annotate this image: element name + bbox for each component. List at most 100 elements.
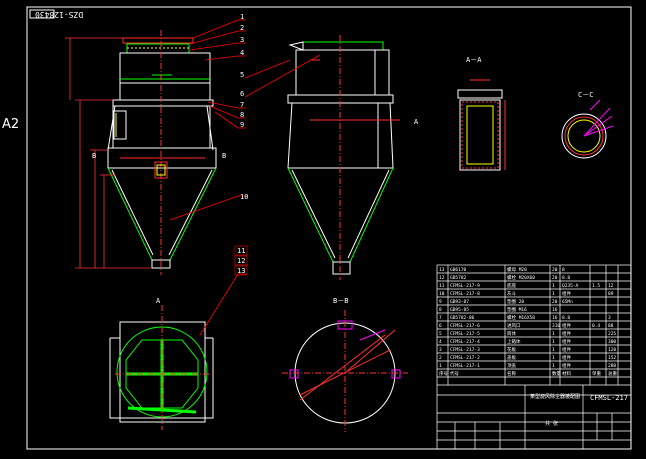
- bom-qty: 1: [552, 283, 555, 289]
- part-number-labels: 1 2 3 4 5 6 7 8 9 10 11 12 13: [237, 13, 248, 275]
- bom-mat: 组件: [562, 338, 571, 345]
- leader-lines: [169, 19, 321, 336]
- bom-no: 7: [439, 315, 442, 321]
- section-bb-view: [282, 310, 408, 432]
- front-view: [107, 30, 217, 275]
- section-title-aa: A－A: [466, 56, 482, 64]
- section-mark-b-left: B: [92, 152, 96, 160]
- bom-header-total: 总重: [608, 370, 617, 377]
- bom-header-name: 名称: [507, 370, 516, 377]
- sheet-size-label: A2: [2, 117, 20, 132]
- bom-total: 225: [608, 331, 616, 337]
- bom-name: 螺栓 M20X60: [507, 274, 535, 281]
- part-label-7: 7: [240, 101, 244, 109]
- bom-code: CFMSL-217-3: [450, 347, 480, 353]
- bom-code: CFMSL-217-4: [450, 339, 480, 345]
- sheet-count: 共 张: [545, 420, 558, 427]
- bom-total: 12: [608, 283, 614, 289]
- bom-name: 垫圈 M16: [507, 306, 527, 313]
- bom-mat: 组件: [562, 346, 571, 353]
- bom-qty: 310: [552, 323, 560, 329]
- bom-qty: 16: [552, 315, 558, 321]
- bom-no: 3: [439, 347, 442, 353]
- section-mark-a-side: A: [414, 118, 419, 126]
- part-label-3: 3: [240, 36, 244, 44]
- bom-qty: 20: [552, 275, 558, 281]
- bom-mat: 组件: [562, 362, 571, 369]
- bom-header-qty: 数量: [552, 370, 561, 377]
- drawing-frame: [26, 6, 632, 450]
- bom-no: 8: [439, 307, 442, 313]
- bom-name: 垫圈 20: [507, 298, 524, 305]
- bom-qty: 1: [552, 339, 555, 345]
- bom-no: 4: [439, 339, 442, 345]
- bom-header-unit: 单重: [592, 370, 601, 377]
- section-marks: A－A C－C B－B A A B B: [92, 56, 593, 305]
- part-label-4: 4: [240, 49, 244, 57]
- bom-name: 螺栓 M16X50: [507, 314, 535, 321]
- bom-name: 花板: [507, 346, 516, 353]
- bom-qty: 20: [552, 267, 558, 273]
- bom-total: 120: [608, 347, 616, 353]
- bom-header-mat: 材料: [562, 370, 571, 377]
- bom-name: 灰斗: [507, 290, 516, 297]
- bom-qty: 1: [552, 347, 555, 353]
- bom-code: GB5782-86: [450, 315, 475, 321]
- bom-name: 螺母 M20: [507, 266, 527, 273]
- section-cc-view: [561, 99, 614, 159]
- bom-mat: 组件: [562, 290, 571, 297]
- bom-mat: 8: [562, 267, 565, 273]
- drawing-number: CFMSL-217: [590, 394, 628, 402]
- part-label-10: 10: [240, 193, 248, 201]
- bom-no: 5: [439, 331, 442, 337]
- bom-code: CFMSL-217-5: [450, 331, 480, 337]
- bom-qty: 16: [552, 307, 558, 313]
- part-label-11: 11: [237, 247, 245, 255]
- side-view: [287, 35, 400, 280]
- bom-name: 筒体: [507, 330, 516, 337]
- bom-qty: 1: [552, 291, 555, 297]
- bom-mat: Q235-A: [562, 283, 579, 289]
- part-label-2: 2: [240, 24, 244, 32]
- bom-code: GB5782: [450, 275, 467, 281]
- bom-no: 2: [439, 355, 442, 361]
- part-label-1: 1: [240, 13, 244, 21]
- section-mark-b-right: B: [222, 152, 226, 160]
- bom-name: 顶盖: [507, 362, 516, 369]
- bom-code: CFMSL-217-1: [450, 363, 480, 369]
- part-label-8: 8: [240, 111, 244, 119]
- bom-mat: 8.8: [562, 275, 570, 281]
- bom-name: 进风口: [507, 322, 521, 329]
- part-label-6: 6: [240, 90, 244, 98]
- bom-code: CFMSL-217-2: [450, 355, 480, 361]
- bom-total: 3: [608, 315, 611, 321]
- bom-no: 9: [439, 299, 442, 305]
- bom-qty: 20: [552, 299, 558, 305]
- part-number-boxes: [234, 245, 248, 276]
- bom-header-code: 代号: [450, 370, 459, 377]
- bom-name: 上箱体: [507, 338, 521, 345]
- section-title-bb: B－B: [333, 297, 348, 305]
- bom-qty: 1: [552, 331, 555, 337]
- bom-no: 12: [439, 275, 445, 281]
- bom-no: 10: [439, 291, 445, 297]
- bom-mat: 65Mn: [562, 299, 573, 305]
- drawing-name: 某型旋风除尘器装配图: [530, 393, 580, 400]
- bom-qty: 1: [552, 363, 555, 369]
- section-aa-view: [457, 79, 506, 171]
- bom-unit: 1.5: [592, 283, 600, 289]
- part-label-13: 13: [237, 267, 245, 275]
- bom-no: 13: [439, 267, 445, 273]
- bom-total: 280: [608, 363, 616, 369]
- title-block-text: 某型旋风除尘器装配图 CFMSL-217 共 张: [530, 393, 628, 427]
- title-block: [436, 264, 632, 450]
- bom-total: 88: [608, 323, 614, 329]
- bom-code: GB95-85: [450, 307, 469, 313]
- bom-name: 底座: [507, 282, 516, 289]
- bom-code: CFMSL-217-9: [450, 283, 480, 289]
- bom-mat: 组件: [562, 322, 571, 329]
- bom-header-no: 序号: [439, 370, 448, 377]
- bom-unit: 0.4: [592, 323, 600, 329]
- bom-total: 300: [608, 339, 616, 345]
